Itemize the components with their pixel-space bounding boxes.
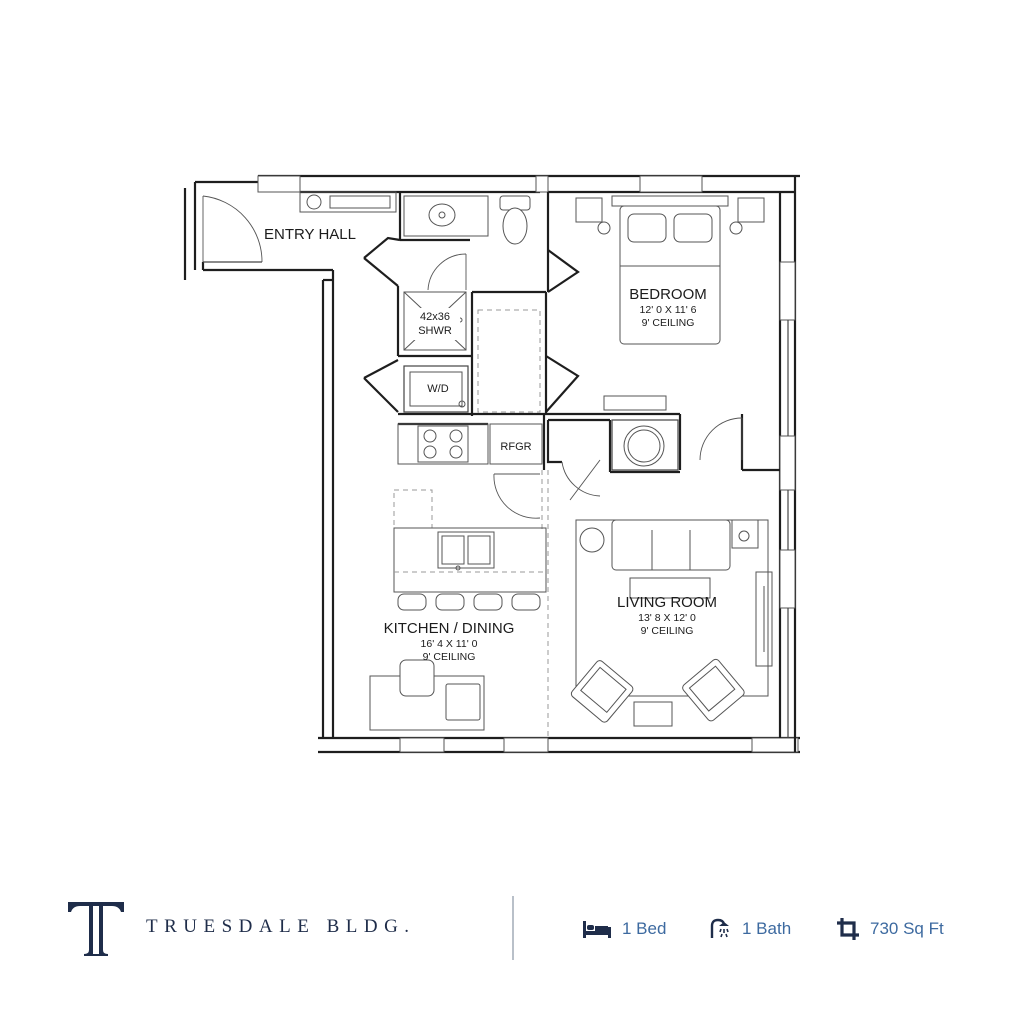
bedroom-name: BEDROOM bbox=[629, 286, 707, 303]
closet-outline bbox=[477, 309, 541, 413]
footer-bar: T TRUESDALE BLDG. 1 Bed 1 Bath bbox=[0, 880, 1024, 980]
shower-icon bbox=[710, 918, 729, 938]
stat-bedrooms: 1 Bed bbox=[582, 916, 666, 942]
entry-door bbox=[202, 195, 263, 263]
stat-area: 730 Sq Ft bbox=[836, 916, 944, 942]
living-room bbox=[570, 519, 773, 727]
refrigerator-label: RFGR bbox=[500, 441, 531, 453]
kitchen-dining-size: 16' 4 X 11' 0 bbox=[421, 638, 478, 650]
area-crop-icon bbox=[837, 918, 859, 940]
bathroom bbox=[363, 192, 580, 416]
stat-area-label: 730 Sq Ft bbox=[870, 919, 944, 938]
footer-divider bbox=[512, 896, 514, 960]
brand-name: TRUESDALE BLDG. bbox=[146, 916, 416, 937]
bedroom-size: 12' 0 X 11' 6 bbox=[640, 304, 697, 316]
bedroom bbox=[544, 195, 780, 472]
exterior-walls bbox=[183, 174, 800, 754]
kitchen-dining-ceiling: 9' CEILING bbox=[423, 651, 476, 663]
entry-hall-name: ENTRY HALL bbox=[264, 226, 356, 243]
logo-t-icon: T bbox=[68, 902, 124, 956]
shower-label: SHWR bbox=[418, 325, 452, 337]
laundry bbox=[403, 365, 469, 413]
bed-icon bbox=[583, 921, 611, 938]
entry-shelf bbox=[299, 191, 397, 213]
stat-bathrooms: 1 Bath bbox=[710, 916, 791, 942]
living-room-name: LIVING ROOM bbox=[617, 594, 717, 611]
entry-tray bbox=[329, 195, 391, 209]
kitchen-dining-name: KITCHEN / DINING bbox=[384, 620, 515, 637]
kitchen bbox=[369, 414, 549, 738]
living-room-ceiling: 9' CEILING bbox=[641, 625, 694, 637]
washer-dryer-label: W/D bbox=[427, 383, 448, 395]
stat-bedrooms-label: 1 Bed bbox=[622, 919, 667, 938]
shower-label-bg bbox=[410, 308, 460, 340]
stat-bathrooms-label: 1 Bath bbox=[742, 919, 792, 938]
bedroom-ceiling: 9' CEILING bbox=[642, 317, 695, 329]
entry-lamp bbox=[306, 194, 322, 210]
living-room-size: 13' 8 X 12' 0 bbox=[638, 612, 696, 624]
shower-size: 42x36 bbox=[420, 311, 450, 323]
